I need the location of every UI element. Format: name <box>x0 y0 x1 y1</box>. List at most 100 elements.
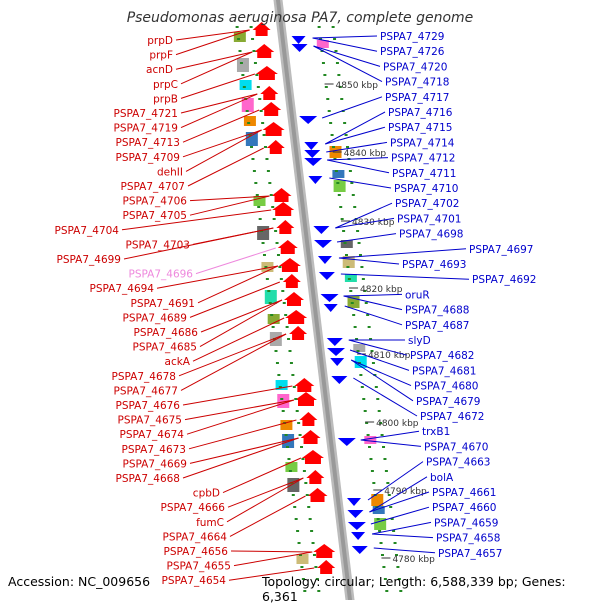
forward-gene-label[interactable]: prpF <box>149 50 173 62</box>
reverse-gene-label[interactable]: oruR <box>405 289 430 301</box>
forward-gene-label[interactable]: PSPA7_4694 <box>90 283 155 295</box>
reverse-gene-label[interactable]: PSPA7_4715 <box>388 122 453 134</box>
scale-tick <box>370 470 374 472</box>
scale-tick <box>376 398 380 400</box>
reverse-gene-label[interactable]: PSPA7_4697 <box>469 244 534 256</box>
forward-gene-label[interactable]: PSPA7_4675 <box>118 415 183 427</box>
forward-gene-label[interactable]: PSPA7_4707 <box>121 181 186 193</box>
reverse-gene-label[interactable]: PSPA7_4714 <box>390 137 455 149</box>
forward-label-leader <box>197 265 279 304</box>
reverse-gene-label[interactable]: bolA <box>430 472 454 484</box>
scale-tick <box>287 458 291 460</box>
forward-gene-label[interactable]: PSPA7_4706 <box>123 196 188 208</box>
forward-gene-label[interactable]: PSPA7_4686 <box>134 327 199 339</box>
scale-tick <box>280 398 284 400</box>
forward-gene-label[interactable]: PSPA7_4669 <box>123 458 188 470</box>
reverse-gene-label[interactable]: PSPA7_4716 <box>388 107 453 119</box>
forward-gene-label[interactable]: dehII <box>157 166 183 178</box>
reverse-gene-arrow <box>299 116 318 124</box>
reverse-gene-label[interactable]: PSPA7_4661 <box>432 487 497 499</box>
forward-gene-label[interactable]: PSPA7_4719 <box>114 123 179 135</box>
scale-tick <box>248 134 252 136</box>
forward-gene-label[interactable]: PSPA7_4656 <box>164 546 229 558</box>
reverse-gene-label[interactable]: PSPA7_4659 <box>434 517 499 529</box>
scale-tick <box>296 530 300 532</box>
reverse-gene-label[interactable]: PSPA7_4702 <box>395 198 460 210</box>
reverse-gene-label[interactable]: PSPA7_4663 <box>426 457 491 469</box>
forward-gene-label[interactable]: PSPA7_4685 <box>133 342 198 354</box>
forward-gene-label[interactable]: PSPA7_4654 <box>162 575 227 587</box>
forward-gene-label[interactable]: PSPA7_4721 <box>114 108 179 120</box>
gene-features-layer <box>233 22 387 574</box>
scale-tick <box>363 290 367 292</box>
forward-gene-label[interactable]: PSPA7_4668 <box>116 473 181 485</box>
forward-gene-label[interactable]: PSPA7_4704 <box>55 225 120 237</box>
cog-color-box <box>280 420 293 430</box>
forward-gene-label[interactable]: PSPA7_4674 <box>120 429 185 441</box>
forward-gene-label[interactable]: cpbD <box>193 488 220 500</box>
cog-color-box <box>296 554 309 564</box>
reverse-gene-label[interactable]: PSPA7_4681 <box>412 365 477 377</box>
reverse-gene-label[interactable]: PSPA7_4717 <box>385 92 450 104</box>
forward-label-leader <box>192 317 285 362</box>
reverse-gene-label[interactable]: PSPA7_4698 <box>399 229 464 241</box>
forward-gene-label[interactable]: PSPA7_4678 <box>112 371 177 383</box>
reverse-gene-label[interactable]: PSPA7_4682 <box>410 350 475 362</box>
reverse-gene-label[interactable]: PSPA7_4672 <box>420 411 485 423</box>
scale-tick <box>334 170 338 172</box>
reverse-gene-label[interactable]: trxB1 <box>422 426 450 438</box>
reverse-gene-label[interactable]: PSPA7_4660 <box>432 502 497 514</box>
reverse-label-leader <box>335 202 393 229</box>
scale-label: 4840 kbp <box>344 149 387 159</box>
forward-gene-label[interactable]: PSPA7_4666 <box>161 502 226 514</box>
forward-gene-label[interactable]: PSPA7_4673 <box>122 444 187 456</box>
reverse-gene-label[interactable]: PSPA7_4658 <box>436 533 501 545</box>
cog-color-box <box>372 506 385 514</box>
reverse-gene-label[interactable]: PSPA7_4657 <box>438 548 503 560</box>
forward-gene-label[interactable]: PSPA7_4655 <box>167 561 232 573</box>
forward-gene-label[interactable]: PSPA7_4691 <box>131 298 196 310</box>
scale-tick <box>376 518 380 520</box>
reverse-gene-label[interactable]: PSPA7_4680 <box>414 381 479 393</box>
reverse-gene-label[interactable]: PSPA7_4701 <box>397 213 462 225</box>
reverse-gene-label[interactable]: PSPA7_4710 <box>394 183 459 195</box>
reverse-gene-label[interactable]: PSPA7_4670 <box>424 441 489 453</box>
forward-gene-label[interactable]: prpD <box>147 35 173 47</box>
forward-gene-label[interactable]: acnD <box>146 64 173 76</box>
forward-gene-label[interactable]: PSPA7_4699 <box>57 254 122 266</box>
scale-label: 4800 kbp <box>376 419 419 429</box>
reverse-gene-label[interactable]: PSPA7_4711 <box>392 168 457 180</box>
forward-gene-label[interactable]: PSPA7_4705 <box>123 210 188 222</box>
forward-gene-arrow <box>294 378 315 392</box>
forward-gene-label[interactable]: ackA <box>165 356 191 368</box>
forward-gene-label[interactable]: PSPA7_4713 <box>116 137 181 149</box>
forward-gene-label[interactable]: PSPA7_4664 <box>163 531 228 543</box>
reverse-gene-label[interactable]: PSPA7_4687 <box>405 320 470 332</box>
scale-tick <box>383 578 387 580</box>
forward-gene-label[interactable]: PSPA7_4689 <box>123 312 188 324</box>
forward-gene-label[interactable]: PSPA7_4703 <box>126 239 191 251</box>
forward-gene-label[interactable]: prpB <box>153 93 178 105</box>
reverse-gene-arrow <box>317 256 332 264</box>
scale-tick <box>258 98 262 100</box>
reverse-gene-label[interactable]: slyD <box>408 335 431 347</box>
cog-color-box <box>340 240 353 248</box>
reverse-gene-label[interactable]: PSPA7_4692 <box>472 274 537 286</box>
reverse-gene-label[interactable]: PSPA7_4679 <box>416 396 481 408</box>
forward-gene-label[interactable]: PSPA7_4696 <box>129 269 194 281</box>
reverse-gene-label[interactable]: PSPA7_4693 <box>402 259 467 271</box>
scale-tick <box>262 254 266 256</box>
reverse-gene-label[interactable]: PSPA7_4729 <box>380 31 445 43</box>
scale-tick <box>294 518 298 520</box>
forward-gene-label[interactable]: PSPA7_4677 <box>114 385 179 397</box>
forward-gene-label[interactable]: prpC <box>153 79 178 91</box>
reverse-gene-label[interactable]: PSPA7_4688 <box>405 305 470 317</box>
reverse-gene-label[interactable]: PSPA7_4720 <box>383 61 448 73</box>
reverse-gene-label[interactable]: PSPA7_4712 <box>391 153 456 165</box>
reverse-gene-label[interactable]: PSPA7_4718 <box>385 77 450 89</box>
forward-gene-label[interactable]: PSPA7_4709 <box>116 152 181 164</box>
forward-gene-label[interactable]: fumC <box>196 517 224 529</box>
reverse-gene-label[interactable]: PSPA7_4726 <box>380 46 445 58</box>
forward-gene-label[interactable]: PSPA7_4676 <box>116 400 181 412</box>
reverse-gene-arrow <box>320 294 339 302</box>
